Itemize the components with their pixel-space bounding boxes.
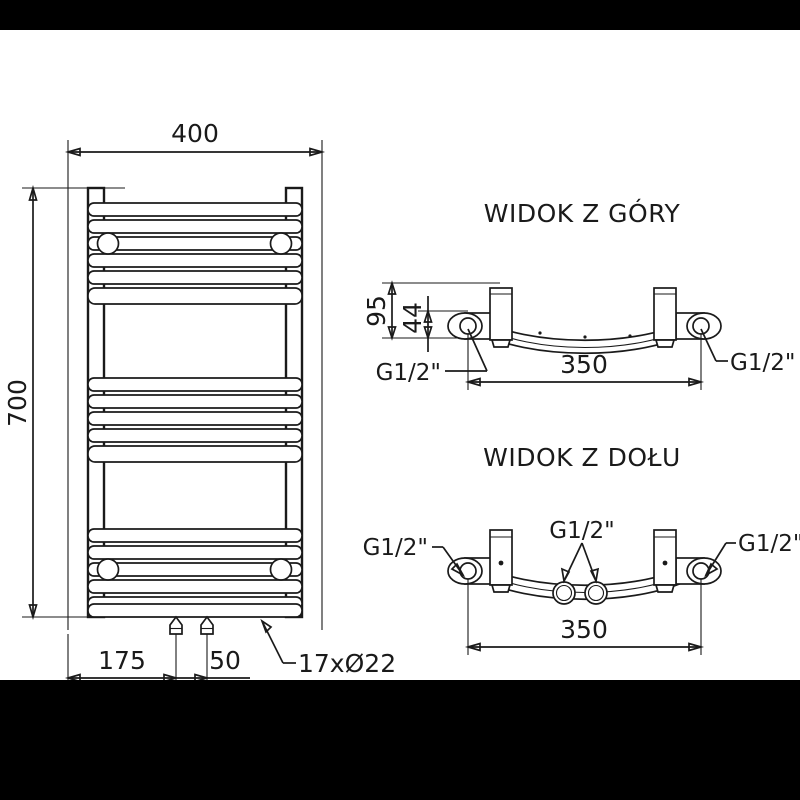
bottom-view: WIDOK Z DOŁU xyxy=(363,443,800,655)
top-view-span-dimension xyxy=(464,334,705,390)
width-dimension-label: 400 xyxy=(171,119,219,148)
bottom-view-mounting-posts xyxy=(489,529,677,593)
height-dimension-label: 700 xyxy=(3,379,32,427)
bottom-view-left-thread-leader xyxy=(432,546,466,578)
top-view-depth-label: 95 xyxy=(362,295,391,327)
wall-bracket-upper xyxy=(96,232,293,255)
top-view-mounting-posts xyxy=(489,287,677,348)
top-view-inner-depth-label: 44 xyxy=(398,302,427,334)
bottom-view-center-thread-label: G1/2" xyxy=(549,518,614,544)
top-view-depth-dimension xyxy=(382,280,500,341)
front-view: 400 700 xyxy=(3,119,396,680)
top-view: WIDOK Z GÓRY 95 44 xyxy=(362,198,795,390)
hole-callout-label: 17xØ22 xyxy=(298,649,396,678)
bottom-view-center-ports xyxy=(552,581,608,605)
bottom-view-right-thread-label: G1/2" xyxy=(738,531,800,557)
hole-callout-leader xyxy=(260,618,296,664)
top-view-inner-depth-dimension xyxy=(418,296,468,352)
wall-bracket-lower xyxy=(96,558,293,581)
letterbox-band-bottom xyxy=(0,680,800,800)
height-dimension xyxy=(28,184,38,621)
top-view-span-label: 350 xyxy=(560,350,608,379)
bottom-view-left-thread-label: G1/2" xyxy=(363,535,428,561)
top-view-title: WIDOK Z GÓRY xyxy=(484,198,681,228)
width-extension-lines xyxy=(67,140,323,630)
bottom-view-right-thread-leader xyxy=(704,542,736,577)
bottom-view-span-label: 350 xyxy=(560,615,608,644)
bottom-connectors xyxy=(169,615,214,680)
top-view-left-thread-leader xyxy=(445,328,488,372)
top-view-right-thread-label: G1/2" xyxy=(730,350,795,376)
bottom-view-right-fitting xyxy=(675,557,722,585)
top-view-left-thread-label: G1/2" xyxy=(376,360,441,386)
top-view-left-fitting xyxy=(447,312,494,340)
bottom-right-dimension-label: 50 xyxy=(209,646,241,675)
width-dimension xyxy=(64,147,326,157)
top-view-right-fitting xyxy=(675,312,722,340)
top-view-right-thread-leader xyxy=(700,328,728,362)
letterbox-band-top xyxy=(0,0,800,30)
bottom-view-span-dimension xyxy=(464,579,705,655)
bottom-view-center-thread-leaders xyxy=(560,542,600,584)
bottom-left-dimension-label: 175 xyxy=(98,646,146,675)
drawing-canvas: 400 700 xyxy=(0,30,800,680)
bottom-view-title: WIDOK Z DOŁU xyxy=(483,443,681,472)
radiator-rungs xyxy=(87,202,303,618)
bottom-dimension-chain xyxy=(64,634,250,680)
